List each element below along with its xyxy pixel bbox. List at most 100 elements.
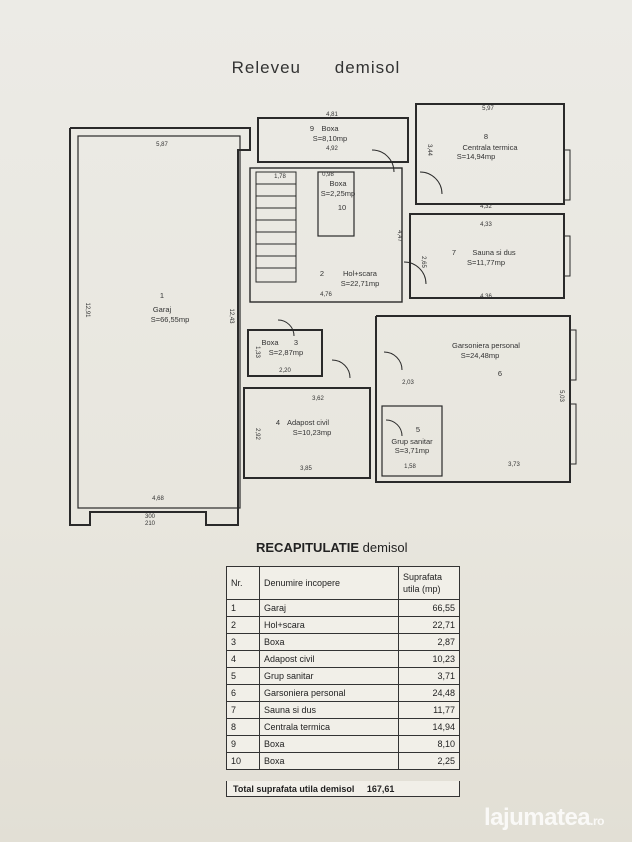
window (563, 235, 571, 277)
garaj-wall (69, 127, 251, 526)
room-nr-7: 7 (452, 248, 456, 257)
boxa9-wall (257, 117, 409, 163)
header-name: Denumire incopere (259, 566, 399, 600)
door-arc (383, 351, 403, 371)
garsoniera-wall (375, 315, 571, 483)
row-name: Adapost civil (259, 650, 399, 668)
dim-centrala-top: 5,97 (482, 106, 494, 112)
dim-garaj-bottom: 4,68 (152, 496, 164, 502)
row-name: Garaj (259, 599, 399, 617)
total-value: 167,61 (366, 784, 395, 794)
row-name: Boxa (259, 633, 399, 651)
row-name: Grup sanitar (259, 667, 399, 685)
door-arc (385, 419, 403, 437)
row-name: Boxa (259, 752, 399, 770)
room-area-9: S=8,10mp (313, 134, 347, 143)
door-arc (403, 261, 427, 285)
row-name: Boxa (259, 735, 399, 753)
row-area: 3,71 (398, 667, 460, 685)
dim-boxa3-h: 1,33 (254, 346, 260, 358)
door-arc (331, 359, 351, 379)
room-area-8: S=14,94mp (457, 152, 496, 161)
dim-door2: 210 (145, 521, 156, 527)
room-nr-4: 4 (276, 418, 280, 427)
dim-garson-w: 3,73 (508, 462, 520, 468)
row-name: Garsoniera personal (259, 684, 399, 702)
row-nr: 8 (226, 718, 260, 736)
room-nr-6: 6 (498, 369, 502, 378)
room-nr-8: 8 (484, 132, 488, 141)
dim-garson-w2: 2,03 (402, 380, 414, 386)
watermark-suffix: .ro (590, 814, 604, 828)
row-nr: 3 (226, 633, 260, 651)
floor-plan-drawing: 1 Garaj S=66,55mp 2 Hol+scara S=22,71mp … (69, 103, 577, 527)
staircase (255, 171, 297, 283)
dim-boxa9-bottom: 4,92 (326, 146, 338, 152)
room-name-8: Centrala termica (462, 143, 518, 152)
room-nr-9: 9 (310, 124, 314, 133)
room-area-6: S=24,48mp (461, 351, 500, 360)
row-area: 24,48 (398, 684, 460, 702)
recap-table: Nr. Denumire incopere Suprafata utila (m… (226, 566, 460, 770)
plan-title-word2: demisol (334, 58, 401, 77)
room-name-3: Boxa (261, 338, 279, 347)
dim-boxa3-w: 2,20 (279, 368, 291, 374)
row-area: 8,10 (398, 735, 460, 753)
boxa10-wall (317, 171, 355, 237)
row-nr: 10 (226, 752, 260, 770)
room-nr-1: 1 (160, 291, 164, 300)
dim-grup-w: 1,58 (404, 464, 416, 470)
header-area: Suprafata utila (mp) (398, 566, 460, 600)
row-area: 2,87 (398, 633, 460, 651)
room-name-5: Grup sanitar (391, 437, 433, 446)
dim-boxa9-top: 4,81 (326, 112, 338, 118)
room-nr-5: 5 (416, 425, 420, 434)
row-name: Sauna si dus (259, 701, 399, 719)
room-area-5: S=3,71mp (395, 446, 429, 455)
dim-adapost-side: 2,92 (254, 428, 260, 440)
row-area: 14,94 (398, 718, 460, 736)
dim-garson-side: 5,03 (558, 390, 564, 402)
row-area: 22,71 (398, 616, 460, 634)
plan-title-word1: Releveu (231, 58, 302, 77)
row-nr: 5 (226, 667, 260, 685)
window (563, 149, 571, 201)
row-name: Centrala termica (259, 718, 399, 736)
recap-title: RECAPITULATIE demisol (256, 540, 407, 555)
room-area-4: S=10,23mp (293, 428, 332, 437)
dim-centrala-side: 3,44 (426, 144, 432, 156)
total-label: Total suprafata utila demisol (233, 784, 355, 794)
room-name-1: Garaj (153, 305, 172, 314)
room-nr-2: 2 (320, 269, 324, 278)
room-name-7: Sauna si dus (472, 248, 516, 257)
room-name-6: Garsoniera personal (452, 341, 520, 350)
dim-adapost-bottom: 3,85 (300, 466, 312, 472)
row-nr: 6 (226, 684, 260, 702)
dim-garaj-top: 5,87 (156, 142, 168, 148)
dim-boxa10-w: 0,98 (322, 172, 334, 178)
adapost-wall (243, 387, 371, 479)
recap-header-row: Nr. Denumire incopere Suprafata utila (m… (226, 566, 460, 600)
dim-door: 300 (145, 514, 156, 520)
room-nr-10: 10 (338, 203, 346, 212)
recap-total-row: Total suprafata utila demisol 167,61 (226, 781, 460, 797)
door-arc (277, 319, 295, 337)
window (569, 329, 577, 381)
room-name-10: Boxa (329, 179, 347, 188)
room-name-4: Adapost civil (287, 418, 329, 427)
garaj-inner (77, 135, 241, 509)
row-name: Hol+scara (259, 616, 399, 634)
row-nr: 2 (226, 616, 260, 634)
dim-sauna-bottom: 4,36 (480, 294, 492, 300)
room-area-7: S=11,77mp (467, 258, 505, 267)
dim-adapost-top: 3,62 (312, 396, 324, 402)
row-area: 2,25 (398, 752, 460, 770)
